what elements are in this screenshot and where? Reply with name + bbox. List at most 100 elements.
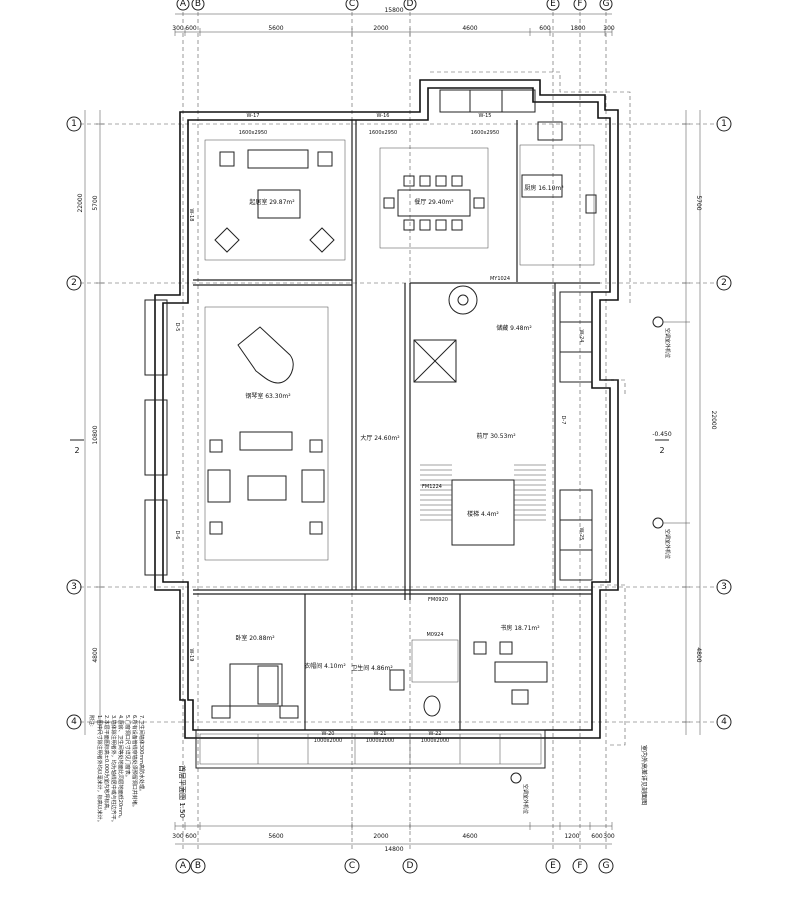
section-mark-left: 2 <box>74 446 79 455</box>
left-bays <box>144 299 168 576</box>
room-lobby: 前厅 30.53m² <box>476 432 516 440</box>
room-hall: 大厅 24.60m² <box>360 434 400 442</box>
dim-top-2: 5600 <box>268 25 283 32</box>
dim-bottom-3: 2000 <box>373 833 388 840</box>
dim-top-0: 300 <box>172 25 184 32</box>
tag-op2: 1600x2950 <box>369 130 397 136</box>
tag-d5: D-5 <box>174 323 180 332</box>
room-piano: 钢琴室 63.30m² <box>245 392 291 400</box>
axis-bottom-E: E <box>550 861 556 871</box>
notes-title: 附注: <box>88 715 95 727</box>
tag-w24: W-24 <box>578 330 584 343</box>
axis-bubbles-right: 1 2 3 4 <box>716 116 732 730</box>
tag-d7: D-7 <box>560 416 566 425</box>
dim-bottom-0: 300 <box>172 833 184 840</box>
dim-bottom-5: 1200 <box>564 833 579 840</box>
elevator <box>413 339 457 383</box>
dim-bottom-overall: 14800 <box>384 846 403 853</box>
axis-bottom-G: G <box>603 861 610 871</box>
drawing-title: 首层平面图 1:50 <box>178 765 187 818</box>
callout-equipment-1: 空调室外机位 <box>664 328 671 358</box>
section-mark-right: 2 <box>659 446 664 455</box>
note-5: 5.门窗洞口尺寸详见门窗表。 <box>124 715 131 780</box>
living-room-furniture <box>204 139 346 261</box>
level-mark: -0.450 <box>652 431 672 438</box>
dim-left-0: 5700 <box>92 195 99 210</box>
axis-bottom-A: A <box>180 861 187 871</box>
bedroom-furniture <box>211 663 299 719</box>
right-units <box>559 291 593 581</box>
tag-w25: W-25 <box>578 528 584 541</box>
axis-top-C: C <box>349 0 355 9</box>
dim-bottom-1: 600 <box>185 833 197 840</box>
note-3: 3.墙体除注明者外，均为轴线居中或与柱边齐平。 <box>110 715 117 825</box>
wc-fixtures <box>389 639 459 717</box>
callout-equipment-2: 空调室外机位 <box>664 529 671 559</box>
dim-top-1: 600 <box>185 25 197 32</box>
dim-left-2: 4800 <box>92 647 99 662</box>
tag-w17: W-17 <box>247 113 260 119</box>
callout-equipment-3: 空调室外机位 <box>522 784 529 814</box>
tag-w19: W-19 <box>188 649 194 662</box>
tag-d6: D-6 <box>174 531 180 540</box>
interior-walls <box>193 120 600 730</box>
room-study: 书房 18.71m² <box>500 624 540 632</box>
dim-top-overall: 15800 <box>384 7 403 14</box>
axis-top-A: A <box>180 0 187 9</box>
tag-w21: W-21 <box>374 731 387 737</box>
dim-right-1: 22000 <box>710 410 717 429</box>
tag-my1024: MY1024 <box>490 276 510 282</box>
dimension-lines <box>84 13 701 845</box>
room-storage: 储藏 9.48m² <box>496 324 532 332</box>
axis-grid <box>80 12 718 850</box>
exterior-walls <box>154 79 619 769</box>
axis-bottom-D: D <box>407 861 414 871</box>
axis-bubbles-bottom: A B C D E F G <box>175 858 614 874</box>
axis-left-4: 4 <box>71 717 77 727</box>
room-labels: 起居室 29.87m² 餐厅 29.40m² 厨房 16.10m² 钢琴室 63… <box>235 184 564 672</box>
side-label: 室内外高差详见剖面图 <box>640 745 648 805</box>
axis-bottom-B: B <box>195 861 201 871</box>
tag-fm1224: FM1224 <box>422 484 442 490</box>
axis-bubbles-left: 1 2 3 4 <box>66 116 82 730</box>
axis-top-B: B <box>195 0 201 9</box>
axis-left-1: 1 <box>71 119 77 129</box>
bottom-closets <box>257 734 501 764</box>
note-7: 7.卫生间墙体300mm高防水处理。 <box>138 715 145 794</box>
tag-op7: 1000x2000 <box>421 738 449 744</box>
room-living: 起居室 29.87m² <box>249 198 295 206</box>
tag-op6: 1000x2000 <box>366 738 394 744</box>
axis-bubbles-top: A B C D E F G <box>176 0 613 11</box>
note-6: 6.所有设备管线穿墙处须预留洞口并封堵。 <box>131 715 138 810</box>
tag-w22: W-22 <box>429 731 442 737</box>
axis-left-3: 3 <box>71 582 77 592</box>
study-furniture <box>473 641 548 705</box>
axis-right-2: 2 <box>721 278 727 288</box>
tag-m0924: M0924 <box>426 632 443 638</box>
dim-bottom-2: 5600 <box>268 833 283 840</box>
notes-block: 首层平面图 1:50 附注: 1.图中尺寸除注明者外均以毫米计，标高以米计。 2… <box>88 715 648 825</box>
room-kitchen: 厨房 16.10m² <box>524 184 564 192</box>
axis-top-D: D <box>407 0 414 9</box>
axis-bottom-F: F <box>577 861 582 871</box>
dining-furniture <box>379 147 489 249</box>
dim-bottom-4: 4600 <box>462 833 477 840</box>
tag-op5: 1000x2000 <box>314 738 342 744</box>
room-stair: 楼梯 4.4m² <box>467 510 499 518</box>
axis-top-F: F <box>577 0 582 9</box>
tag-w16: W-16 <box>377 113 390 119</box>
dim-left-overall: 22000 <box>77 193 84 212</box>
axis-right-1: 1 <box>721 119 727 129</box>
axis-right-4: 4 <box>721 717 727 727</box>
dim-right-2: 4800 <box>695 647 702 662</box>
section-marks: 2 2 -0.450 <box>70 431 672 455</box>
axis-left-2: 2 <box>71 278 77 288</box>
dim-bottom-7: 300 <box>603 833 615 840</box>
kitchen-furniture <box>519 121 597 266</box>
room-dining: 餐厅 29.40m² <box>414 198 454 206</box>
note-2: 2.本层平面图标高±0.000为室内地坪标高。 <box>103 715 110 813</box>
dim-top-6: 1800 <box>570 25 585 32</box>
room-closet: 衣帽间 4.10m² <box>304 662 346 670</box>
tag-op3: 1600x2950 <box>471 130 499 136</box>
